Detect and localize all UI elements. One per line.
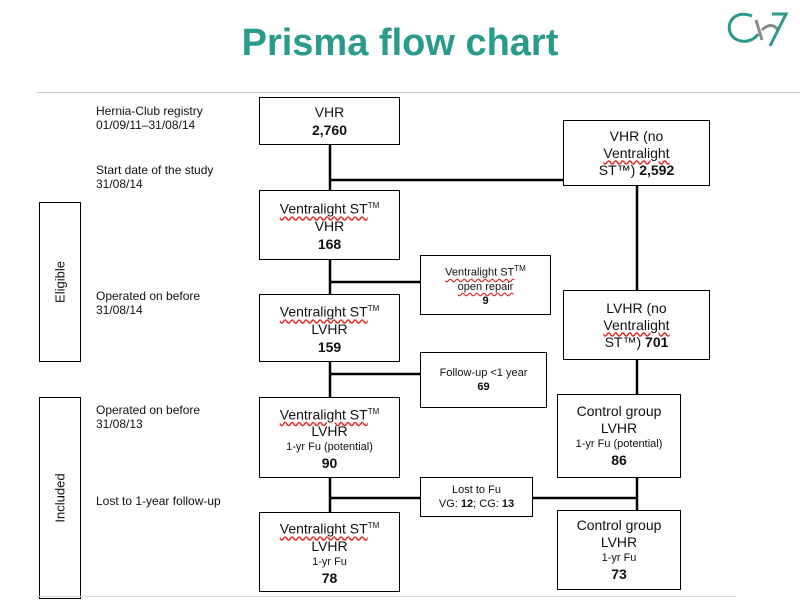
- header-divider: [36, 92, 800, 93]
- box-lvhr-no-ventralight: LVHR (no Ventralight ST™) 701: [563, 290, 710, 360]
- box-ventralight-open-repair: Ventralight STTM open repair 9: [420, 255, 551, 315]
- chu-logo: [727, 12, 789, 47]
- box-control-fu: Control group LVHR 1-yr Fu 73: [557, 510, 681, 590]
- phase-eligible: Eligible: [39, 202, 81, 362]
- box-ventralight-fu-potential: Ventralight STTM LVHR 1-yr Fu (potential…: [259, 397, 400, 478]
- phase-included: Included: [39, 397, 81, 599]
- box-ventralight-fu: Ventralight STTM LVHR 1-yr Fu 78: [259, 512, 400, 592]
- box-ventralight-vhr: Ventralight STTM VHR 168: [259, 190, 400, 260]
- box-lost-to-fu: Lost to Fu VG: 12; CG: 13: [420, 477, 533, 517]
- footer-divider: [36, 596, 736, 597]
- box-control-fu-potential: Control group LVHR 1-yr Fu (potential) 8…: [557, 394, 681, 478]
- page-title: Prisma flow chart: [241, 22, 559, 64]
- box-ventralight-lvhr: Ventralight STTM LVHR 159: [259, 294, 400, 362]
- box-followup-less-1yr: Follow-up <1 year 69: [420, 352, 547, 408]
- box-vhr-no-ventralight: VHR (no Ventralight ST™) 2,592: [563, 120, 710, 186]
- row-label-lost-followup: Lost to 1-year follow-up: [96, 494, 221, 508]
- box-vhr: VHR 2,760: [259, 97, 400, 145]
